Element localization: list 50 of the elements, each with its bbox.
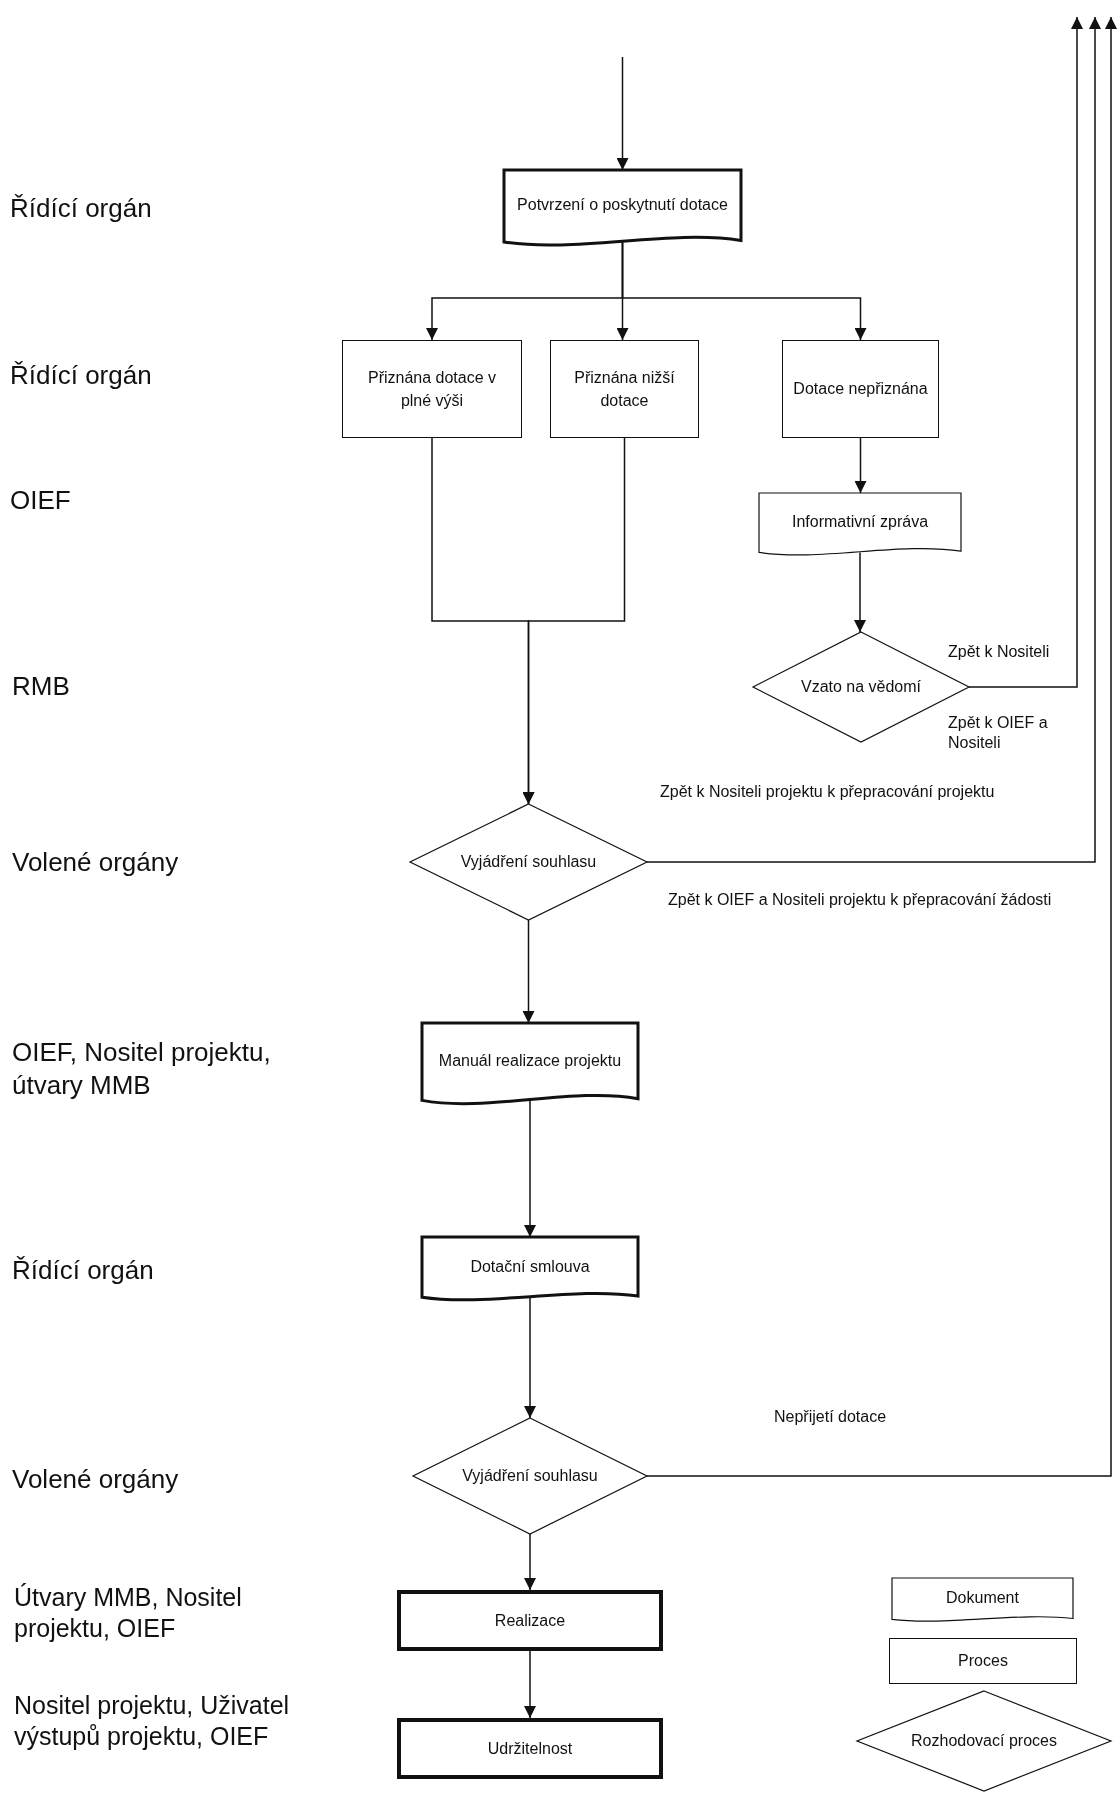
node-text: Informativní zpráva [791,512,929,533]
lane-label: Řídící orgán [10,192,153,225]
arrow [646,16,1101,863]
arrow [646,16,1117,1477]
node-text: Vyjádření souhlasu [462,1466,598,1487]
lane-label: RMB [12,670,71,703]
node-text: Realizace [494,1610,566,1631]
legend-text: Rozhodovací proces [911,1731,1057,1752]
lane-label: Řídící orgán [12,1254,155,1287]
arrow [621,241,867,341]
arrow [524,1650,536,1719]
arrow [522,919,535,1024]
node-text: Vyjádření souhlasu [460,852,597,873]
node-text: Vzato na vědomí [800,677,922,698]
node-text: Udržitelnost [487,1738,573,1759]
node-text: Přiznána nižší dotace [573,367,676,411]
legend-text: Dokument [946,1588,1019,1609]
arrow [524,1099,536,1238]
note-text: Zpět k OIEF a Nositeli [948,713,1049,753]
lane-label: OIEF, Nositel projektu, útvary MMB [12,1036,272,1101]
arrow [968,16,1083,688]
node-text: Dotace nepřiznána [793,379,928,400]
lane-label: Řídící orgán [10,359,153,392]
node-text: Dotační smlouva [470,1256,590,1277]
arrow [522,437,626,805]
arrow [616,56,629,171]
document-shape [759,493,961,559]
lane-label: Volené orgány [12,1463,180,1496]
node-text: Potvrzení o poskytnutí dotace [517,195,728,216]
lane-label: Nositel projektu, Uživatel výstupů projektu, OIEF [14,1690,291,1753]
lane-label: Útvary MMB, Nositel projektu, OIEF [14,1582,243,1645]
arrow [524,1533,536,1591]
decision-diamond [410,804,647,920]
process-box [782,340,939,438]
process-box [550,340,699,438]
process-box [397,1590,663,1651]
document-shape [504,170,741,250]
note-text: Zpět k OIEF a Nositeli projektu k přepracování žádosti [668,890,1053,910]
decision-diamond [413,1418,647,1534]
arrow [524,1296,536,1419]
node-text: Přiznána dotace v plné výši [366,367,498,411]
document-shape [422,1237,638,1304]
arrow [854,437,867,494]
lane-label: OIEF [10,484,72,517]
arrow [854,551,866,633]
legend-text: Proces [958,1651,1008,1672]
node-text: Manuál realizace projektu [438,1051,622,1072]
lane-label: Volené orgány [12,846,180,879]
process-box [397,1718,663,1779]
process-box [342,340,522,438]
